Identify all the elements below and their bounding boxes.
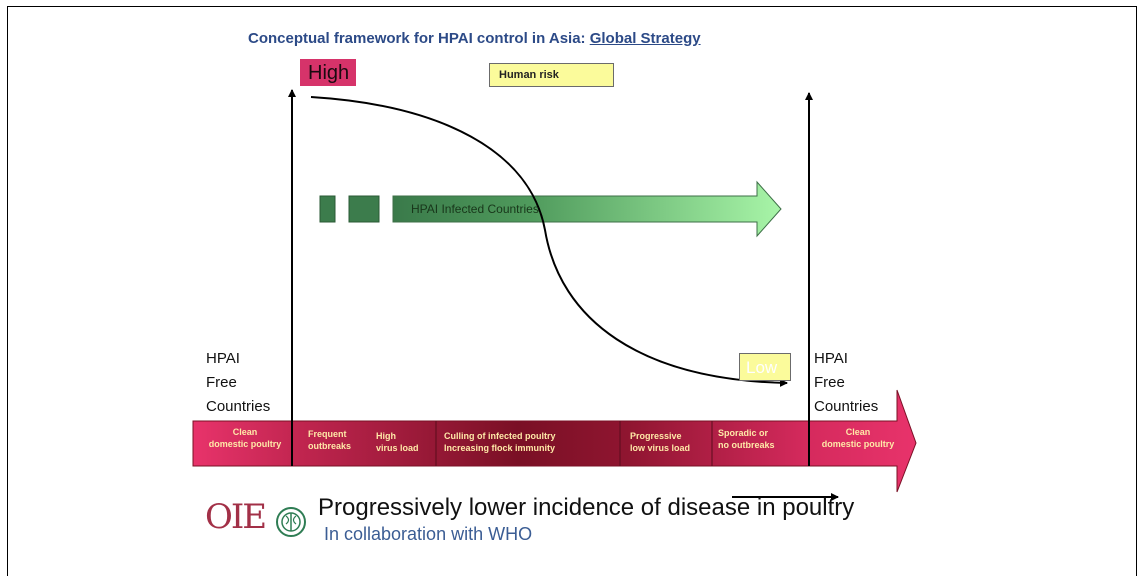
left-label-line: Free	[206, 374, 237, 391]
band-text: low virus load	[630, 443, 691, 453]
band-culling: Culling of infected poultry Increasing f…	[444, 430, 556, 454]
slide-title: Conceptual framework for HPAI control in…	[248, 30, 701, 47]
band-text: Sporadic or	[718, 428, 769, 438]
band-frequent-outbreaks: Frequent outbreaks	[308, 428, 351, 452]
band-text: Progressive	[630, 431, 682, 441]
left-label-line: Countries	[206, 398, 271, 415]
band-text: no outbreaks	[718, 440, 775, 450]
right-free-countries-label: HPAI Free Countries	[814, 347, 878, 419]
slide-frame	[7, 6, 1137, 576]
progress-band-arrow	[192, 389, 917, 493]
band-text: Culling of infected poultry	[444, 431, 556, 441]
infected-block-medium	[348, 195, 380, 223]
band-text: outbreaks	[308, 441, 352, 451]
low-risk-label: Low	[739, 353, 791, 381]
band-sporadic: Sporadic or no outbreaks	[718, 427, 775, 451]
band-text: High	[376, 431, 396, 441]
title-global-strategy: Global Strategy	[589, 30, 701, 47]
band-text: Clean	[232, 427, 258, 437]
footer-main-text: Progressively lower incidence of disease…	[318, 494, 855, 521]
band-left-clean: Clean domestic poultry	[203, 426, 287, 450]
fao-logo-icon	[276, 507, 306, 537]
band-text: domestic poultry	[208, 439, 282, 449]
human-risk-label: Human risk	[489, 63, 614, 87]
band-text: virus load	[376, 443, 419, 453]
band-progressive: Progressive low virus load	[630, 430, 690, 454]
band-text: domestic poultry	[821, 439, 895, 449]
band-right-clean: Clean domestic poultry	[816, 426, 900, 450]
infected-countries-label: HPAI Infected Countries	[411, 202, 539, 216]
right-label-line: HPAI	[814, 350, 848, 367]
infected-countries-arrow	[392, 180, 782, 238]
band-text: Frequent	[308, 429, 347, 439]
band-text: Increasing flock immunity	[444, 443, 556, 453]
right-label-line: Free	[814, 374, 845, 391]
high-risk-label: High	[300, 59, 356, 86]
band-text: Clean	[845, 427, 871, 437]
human-risk-curve	[310, 96, 788, 387]
footer-collab-text: In collaboration with WHO	[324, 524, 533, 544]
left-label-line: HPAI	[206, 350, 240, 367]
left-free-countries-label: HPAI Free Countries	[206, 347, 270, 419]
title-prefix: Conceptual framework for HPAI control in…	[248, 30, 590, 47]
band-high-virus-load: High virus load	[376, 430, 419, 454]
right-label-line: Countries	[814, 398, 879, 415]
oie-logo-icon: OIE	[205, 497, 267, 537]
infected-block-small	[319, 195, 336, 223]
